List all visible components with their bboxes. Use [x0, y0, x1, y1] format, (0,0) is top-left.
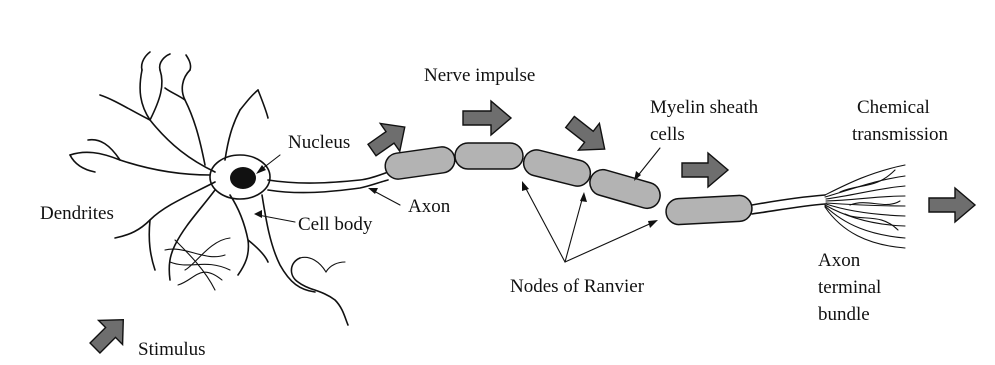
label-myelin-line1: Myelin sheath [650, 97, 759, 118]
label-chemical-line2: transmission [852, 124, 949, 145]
label-nucleus: Nucleus [288, 132, 350, 153]
label-terminal-line1: Axon [818, 250, 861, 271]
myelin-segment [384, 145, 457, 180]
myelin-segment [521, 147, 593, 189]
dendrites-drawing [70, 52, 348, 325]
label-terminal-line3: bundle [818, 304, 870, 325]
label-nerve-impulse: Nerve impulse [424, 65, 535, 86]
arrow-icon [682, 153, 728, 187]
label-stimulus: Stimulus [138, 339, 206, 360]
cell-body-drawing [210, 155, 270, 199]
label-myelin-line2: cells [650, 124, 685, 145]
axon-line [268, 172, 388, 183]
arrow-icon [929, 188, 975, 222]
pointer-lines [254, 148, 660, 262]
myelin-segment [455, 143, 523, 169]
arrow-icon [83, 308, 135, 360]
label-dendrites: Dendrites [40, 203, 114, 224]
arrow-icon [560, 109, 616, 163]
label-axon: Axon [408, 196, 451, 217]
label-nodes-of-ranvier: Nodes of Ranvier [510, 276, 645, 297]
label-cell-body: Cell body [298, 214, 373, 235]
myelin-segment [587, 167, 663, 212]
arrow-icon [463, 101, 511, 135]
nucleus-shape [230, 167, 256, 189]
myelin-segment [665, 195, 752, 225]
label-terminal-line2: terminal [818, 277, 881, 298]
label-chemical-line1: Chemical [857, 97, 930, 118]
axon-terminal-drawing [825, 165, 905, 248]
